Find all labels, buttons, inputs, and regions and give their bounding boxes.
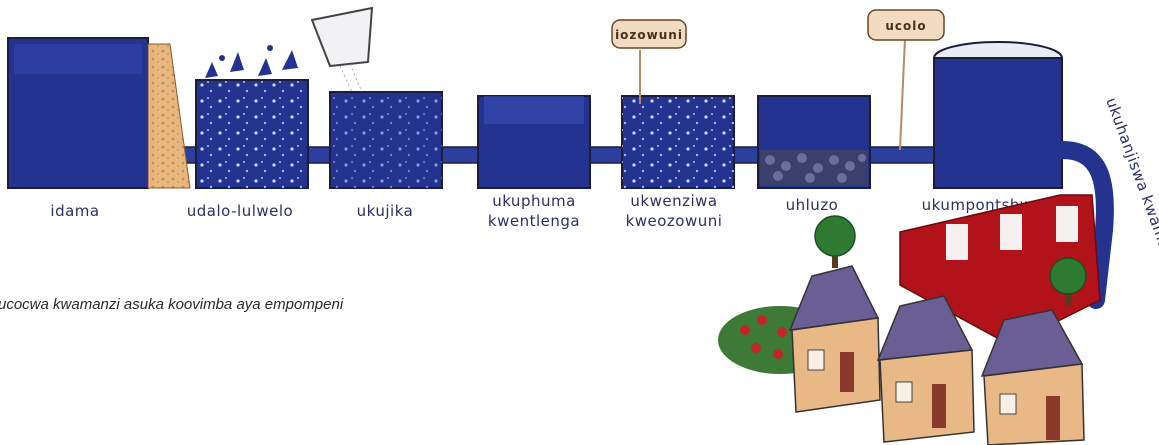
stage-label-ozonation-1: ukwenziwa (630, 192, 717, 210)
diagram-caption: ucocwa kwamanzi asuka koovimba aya empom… (0, 296, 343, 313)
tree-icon (815, 216, 855, 268)
splash-icon (205, 45, 298, 78)
stage-label-coagulation: udalo-lulwelo (187, 202, 293, 220)
dosing-tank (312, 8, 442, 188)
stage-label-sedimentation-2: kwentlenga (488, 212, 580, 230)
chlorine-tag-label: ucolo (885, 19, 926, 33)
stage-label-ozonation-2: kweozowuni (626, 212, 723, 230)
ozone-tag: iozowuni (612, 20, 686, 48)
ozonation-tank (622, 50, 734, 188)
chlorine-tag: ucolo (868, 10, 944, 40)
ozone-tag-label: iozowuni (615, 28, 683, 42)
coagulation-tank (196, 45, 308, 188)
chlorine-feed-line (900, 38, 905, 150)
dam-reservoir (8, 38, 190, 188)
stage-label-filtration: uhluzo (786, 196, 839, 214)
sedimentation-tank (478, 96, 590, 188)
stage-label-dam: idama (50, 202, 99, 220)
stage-label-sedimentation-1: ukuphuma (492, 192, 576, 210)
house-icon (790, 266, 880, 412)
dam-wall (148, 44, 190, 188)
stage-label-dosing: ukujika (357, 202, 414, 220)
filtration-tank (758, 38, 905, 188)
chemical-bucket-icon (312, 8, 372, 92)
